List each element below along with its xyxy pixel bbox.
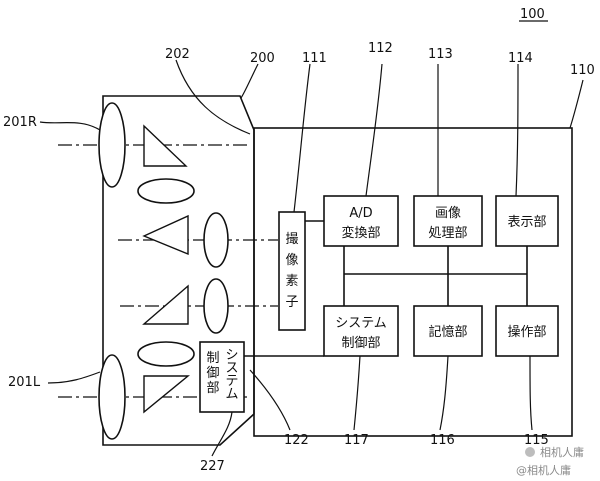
lens-ctrl-c2-1: 制 [206, 351, 219, 366]
operation-block [495, 305, 559, 357]
image-processing-block [413, 195, 483, 247]
prism-right-upper [143, 124, 188, 167]
leader-116 [439, 355, 449, 431]
ref-110: 110 [570, 63, 595, 78]
ref-112: 112 [368, 41, 393, 56]
image-sensor-char-4: 子 [285, 295, 298, 310]
ad-converter-label-2: 変換部 [341, 225, 380, 241]
operation-label: 操作部 [507, 324, 546, 340]
lens-ctrl-c2-2: 御 [206, 366, 219, 381]
image-processing-label-2: 処理部 [428, 226, 467, 241]
leader-111 [293, 63, 311, 213]
relay-lens-left [137, 341, 195, 367]
rear-lens-left [203, 278, 229, 334]
lens-system-control-block [199, 341, 245, 413]
image-sensor-char-2: 像 [285, 253, 298, 268]
ref-113: 113 [428, 47, 453, 62]
relay-lens-right [137, 178, 195, 204]
ad-converter-block [323, 195, 399, 247]
system-control-block [323, 305, 399, 357]
front-lens-right [98, 102, 126, 188]
ref-202: 202 [165, 47, 190, 62]
ref-115: 115 [524, 433, 549, 448]
ad-converter-label-1: A/D [349, 206, 372, 221]
ref-201R: 201R [3, 115, 37, 130]
ref-122: 122 [284, 433, 309, 448]
lens-ctrl-c2-3: 部 [206, 381, 219, 396]
image-processing-label-1: 画像 [435, 206, 461, 221]
lens-ctrl-c1-3: テ [225, 374, 238, 389]
leader-115 [529, 355, 533, 431]
system-control-label-2: 制御部 [341, 336, 380, 351]
lens-ctrl-c1-2: ス [225, 361, 238, 376]
ref-117: 117 [344, 433, 369, 448]
leader-227 [211, 411, 233, 457]
watermark: 相机人庸 @相机人庸 [516, 445, 584, 477]
prism-left-lower [143, 375, 190, 414]
prism-right-lower [142, 214, 189, 256]
front-lens-left [98, 354, 126, 440]
leader-201R [39, 121, 101, 131]
camera-body-housing [253, 127, 573, 437]
leader-122 [249, 369, 291, 431]
leader-110 [569, 79, 584, 129]
ref-200: 200 [250, 51, 275, 66]
ref-116: 116 [430, 433, 455, 448]
leader-117 [353, 355, 361, 431]
memory-label: 記憶部 [428, 324, 467, 340]
watermark-line-2: @相机人庸 [516, 463, 571, 477]
leader-114 [515, 63, 519, 197]
ref-114: 114 [508, 51, 533, 66]
ref-111: 111 [302, 51, 327, 66]
prism-left-upper [142, 284, 189, 325]
leader-201L [47, 371, 101, 384]
image-sensor-block [278, 211, 306, 331]
system-control-label-1: システム [335, 316, 387, 331]
image-sensor-char-1: 撮 [285, 231, 298, 247]
lens-ctrl-c1-1: シ [225, 348, 238, 363]
leader-112 [365, 63, 383, 197]
watermark-line-1: 相机人庸 [540, 445, 584, 459]
ref-227: 227 [200, 459, 225, 474]
figure-number: 100 [520, 7, 545, 22]
leader-202 [175, 59, 251, 135]
image-sensor-char-3: 素 [285, 274, 298, 289]
lens-ctrl-c1-4: ム [225, 387, 238, 402]
ref-201L: 201L [8, 375, 41, 390]
leader-200 [240, 63, 259, 99]
rear-lens-right [203, 212, 229, 268]
display-label: 表示部 [507, 215, 546, 230]
watermark-logo-icon [525, 447, 535, 457]
